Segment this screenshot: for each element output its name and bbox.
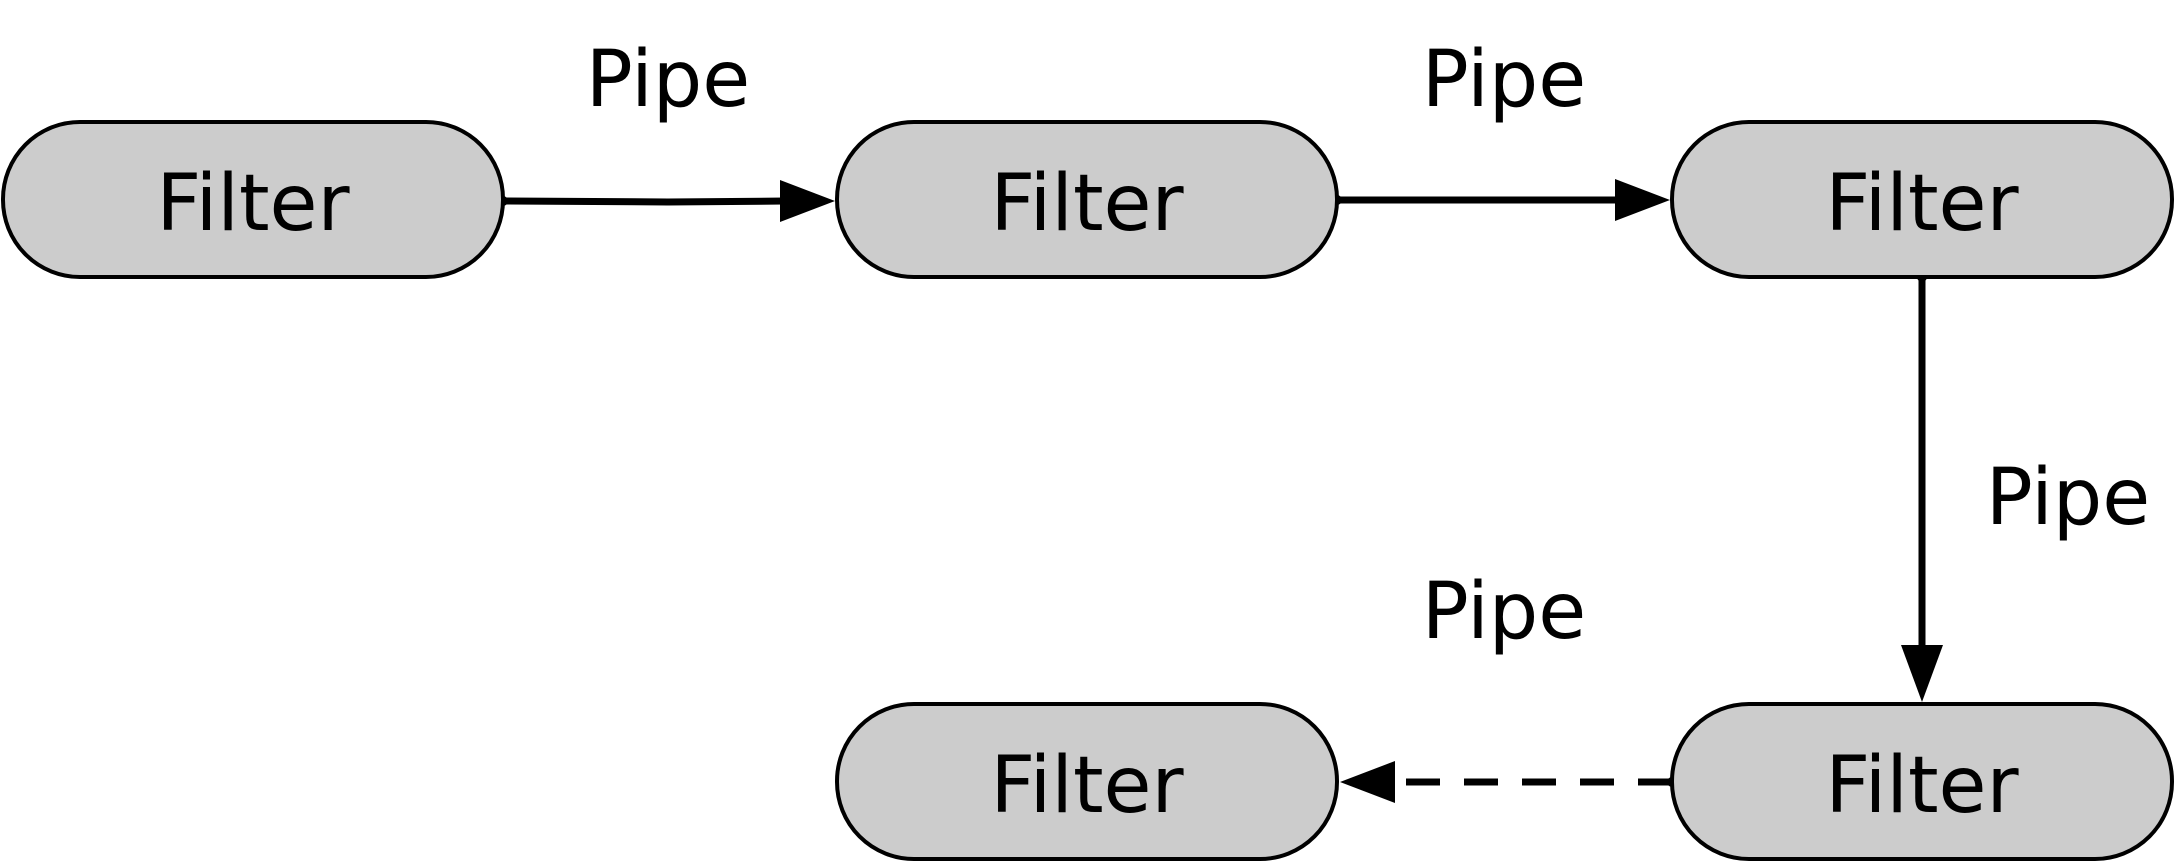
filter-1-shape xyxy=(1,120,505,279)
filter-3-label: Filter xyxy=(1825,159,2019,249)
filter-5-label: Filter xyxy=(990,741,1184,831)
filter-2-label: Filter xyxy=(990,159,1184,249)
pipe-3-arrow-head xyxy=(1901,645,1943,702)
filter-3-shape xyxy=(1670,120,2174,279)
filter-2-shape xyxy=(835,120,1339,279)
pipe-2-arrow-head xyxy=(1615,179,1670,221)
pipe-2-label: Pipe xyxy=(1422,35,1587,125)
filter-node-4: Filter xyxy=(1670,702,2174,861)
pipe-4-label: Pipe xyxy=(1422,567,1587,657)
pipe-4-arrow-head xyxy=(1340,761,1395,803)
filter-1-label: Filter xyxy=(156,159,350,249)
filter-node-5: Filter xyxy=(835,702,1339,861)
pipe-3-label: Pipe xyxy=(1986,453,2151,543)
pipe-1 xyxy=(498,180,835,222)
filter-node-2: Filter xyxy=(835,120,1339,279)
filter-node-1: Filter xyxy=(1,120,505,279)
pipe-1-line xyxy=(502,197,786,206)
pipe-3 xyxy=(1901,272,1943,702)
pipe-1-label: Pipe xyxy=(586,35,751,125)
filter-node-3: Filter xyxy=(1670,120,2174,279)
filter-4-label: Filter xyxy=(1825,741,2019,831)
pipe-2 xyxy=(1332,179,1670,221)
filter-5-shape xyxy=(835,702,1339,861)
pipe-4 xyxy=(1340,761,1677,803)
pipe-1-arrow-head xyxy=(780,180,835,222)
filter-4-shape xyxy=(1670,702,2174,861)
